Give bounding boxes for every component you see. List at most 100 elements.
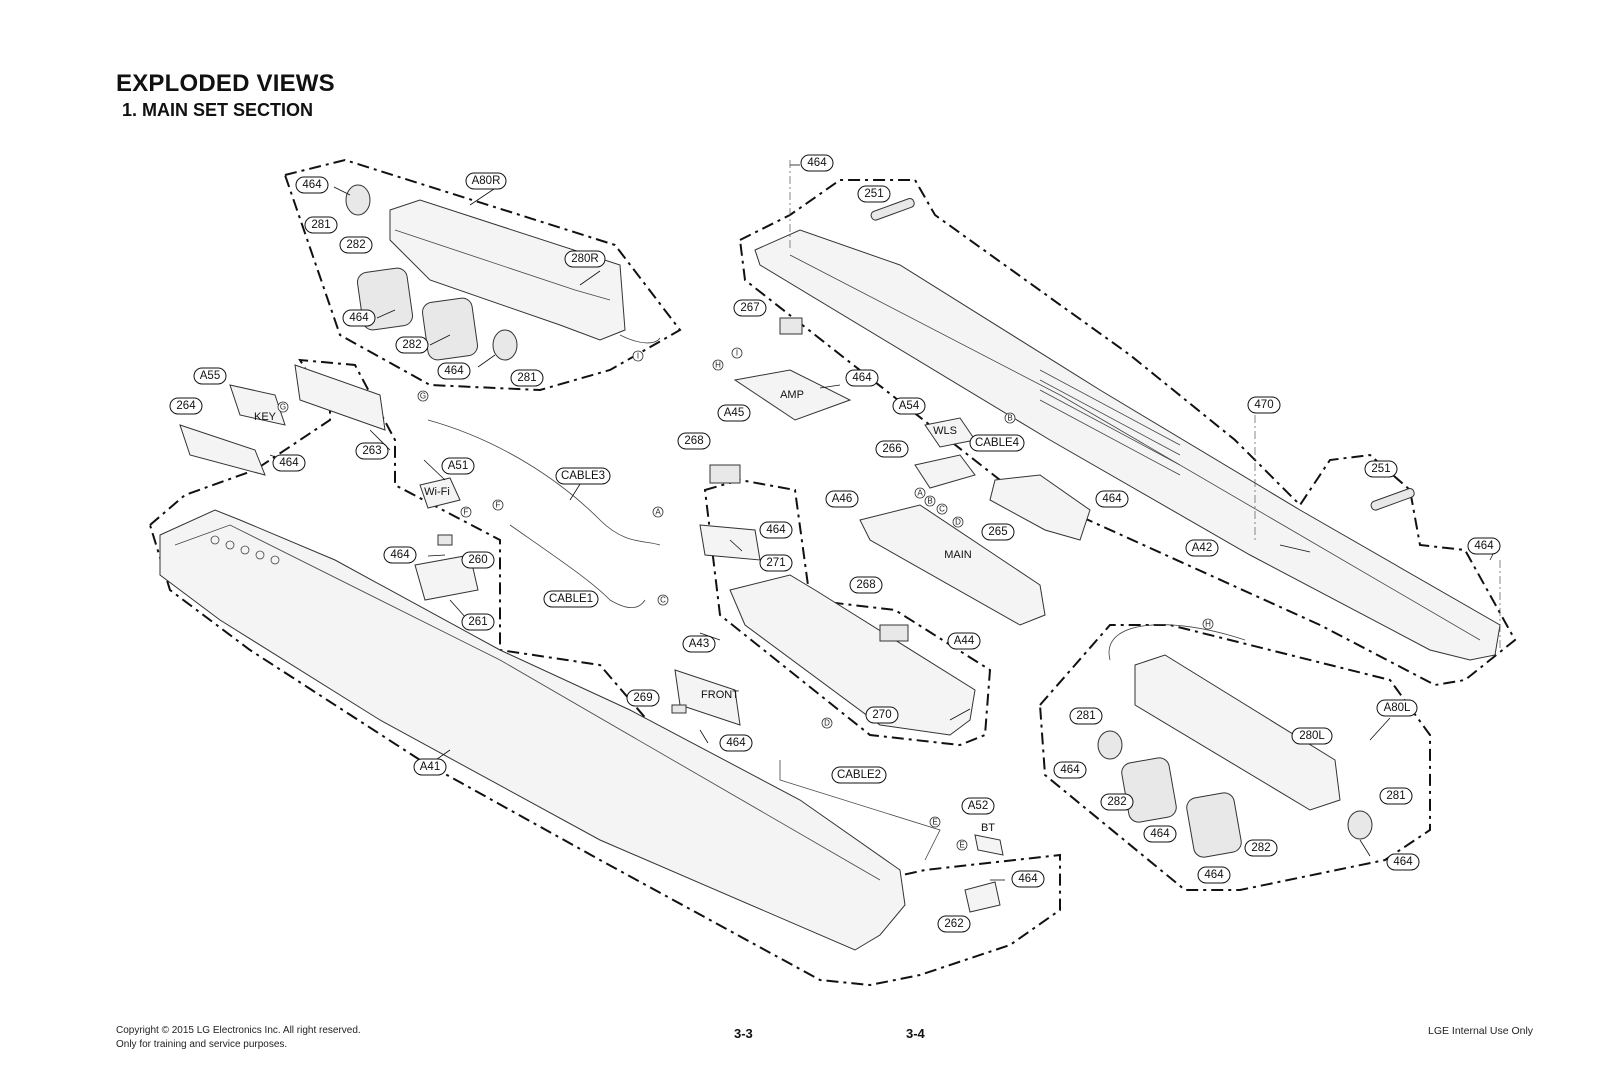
svg-text:282: 282 [1107, 796, 1126, 808]
svg-text:280R: 280R [571, 253, 599, 265]
svg-text:A44: A44 [954, 635, 975, 647]
part-callout: A44 [947, 632, 981, 650]
svg-text:CABLE2: CABLE2 [837, 769, 881, 781]
svg-text:464: 464 [766, 524, 786, 536]
main-frame [699, 464, 976, 736]
svg-text:F: F [496, 501, 501, 510]
part-callout: 464 [800, 154, 834, 172]
board-label-main: MAIN [944, 549, 972, 561]
svg-text:464: 464 [390, 549, 410, 561]
copyright-line: Only for training and service purposes. [116, 1039, 288, 1050]
rear-cover [754, 160, 1501, 661]
part-callout: CABLE3 [555, 467, 611, 485]
svg-text:CABLE4: CABLE4 [975, 437, 1020, 449]
wifi-and-cables [414, 419, 941, 861]
part-callout: 280L [1291, 727, 1333, 745]
part-callout: 464 [1143, 825, 1177, 843]
wls-parts [914, 417, 976, 489]
part-callout: 268 [849, 576, 883, 594]
part-callout: 282 [339, 236, 373, 254]
svg-text:268: 268 [856, 579, 875, 591]
part-callout: 464 [272, 454, 306, 472]
connector-marker: D [952, 516, 964, 528]
svg-text:A54: A54 [899, 400, 920, 412]
right-speaker-assembly [345, 184, 661, 361]
part-callout: A80L [1376, 699, 1418, 717]
connector-marker: G [417, 390, 429, 402]
svg-text:464: 464 [279, 457, 299, 469]
footer-copyright: Copyright © 2015 LG Electronics Inc. All… [116, 1024, 361, 1052]
svg-text:280L: 280L [1299, 730, 1325, 742]
svg-text:282: 282 [402, 339, 421, 351]
connector-marker: E [956, 839, 968, 851]
svg-text:464: 464 [726, 737, 746, 749]
svg-text:D: D [955, 518, 961, 527]
connector-marker: A [652, 506, 664, 518]
svg-text:464: 464 [349, 312, 369, 324]
part-callout: 260 [461, 551, 495, 569]
part-callout: 470 [1247, 396, 1281, 414]
connector-marker: D [821, 717, 833, 729]
svg-text:A: A [655, 508, 661, 517]
part-callout: 464 [719, 734, 753, 752]
part-callout: 464 [1095, 490, 1129, 508]
svg-text:E: E [932, 818, 937, 827]
connector-marker: C [657, 594, 669, 606]
svg-text:A: A [917, 489, 923, 498]
svg-text:267: 267 [740, 302, 759, 314]
svg-text:G: G [280, 403, 286, 412]
part-callout: A43 [682, 635, 716, 653]
svg-text:265: 265 [988, 526, 1007, 538]
svg-text:A42: A42 [1192, 542, 1212, 554]
part-callout: 267 [733, 299, 767, 317]
part-callout: A54 [892, 397, 926, 415]
part-callout: 464 [383, 546, 417, 564]
part-callout: 282 [395, 336, 429, 354]
svg-text:I: I [637, 352, 639, 361]
svg-text:464: 464 [1204, 869, 1224, 881]
connector-marker: B [1004, 412, 1016, 424]
part-callout: 266 [875, 440, 909, 458]
svg-text:251: 251 [1371, 463, 1390, 475]
svg-text:B: B [1007, 414, 1012, 423]
board-label-bt: BT [981, 822, 995, 834]
svg-text:271: 271 [766, 557, 785, 569]
part-callout: 282 [1100, 793, 1134, 811]
group-outline-main-frame [703, 478, 992, 747]
amp-board [733, 317, 852, 421]
copyright-line: Copyright © 2015 LG Electronics Inc. All… [116, 1025, 361, 1036]
part-callout: A80R [465, 172, 507, 190]
svg-text:H: H [1205, 620, 1211, 629]
svg-text:266: 266 [882, 443, 901, 455]
group-outline-right-speaker [283, 158, 682, 392]
svg-text:A46: A46 [832, 493, 852, 505]
svg-text:I: I [736, 349, 738, 358]
svg-text:464: 464 [444, 365, 464, 377]
svg-text:464: 464 [1018, 873, 1038, 885]
part-callout: 281 [304, 216, 338, 234]
part-callout: 464 [295, 176, 329, 194]
group-outline-left-speaker [1038, 624, 1431, 891]
svg-text:282: 282 [346, 239, 365, 251]
part-callout: 265 [981, 523, 1015, 541]
connector-marker: C [936, 503, 948, 515]
part-callout: CABLE4 [969, 434, 1025, 452]
connector-marker: I [731, 347, 743, 359]
svg-text:470: 470 [1254, 399, 1273, 411]
part-callout: 261 [461, 613, 495, 631]
part-callout: 251 [857, 185, 891, 203]
svg-text:464: 464 [1102, 493, 1122, 505]
part-callout: 282 [1244, 839, 1278, 857]
svg-text:A45: A45 [724, 407, 744, 419]
part-callout: 464 [437, 362, 471, 380]
svg-text:281: 281 [1076, 710, 1095, 722]
connector-marker: B [924, 495, 936, 507]
connector-marker: I [632, 350, 644, 362]
svg-text:A52: A52 [968, 800, 988, 812]
part-callout: 464 [342, 309, 376, 327]
svg-text:270: 270 [872, 709, 891, 721]
svg-text:251: 251 [864, 188, 883, 200]
front-board [671, 669, 741, 726]
part-callout: 464 [1197, 866, 1231, 884]
part-callout: 263 [355, 442, 389, 460]
